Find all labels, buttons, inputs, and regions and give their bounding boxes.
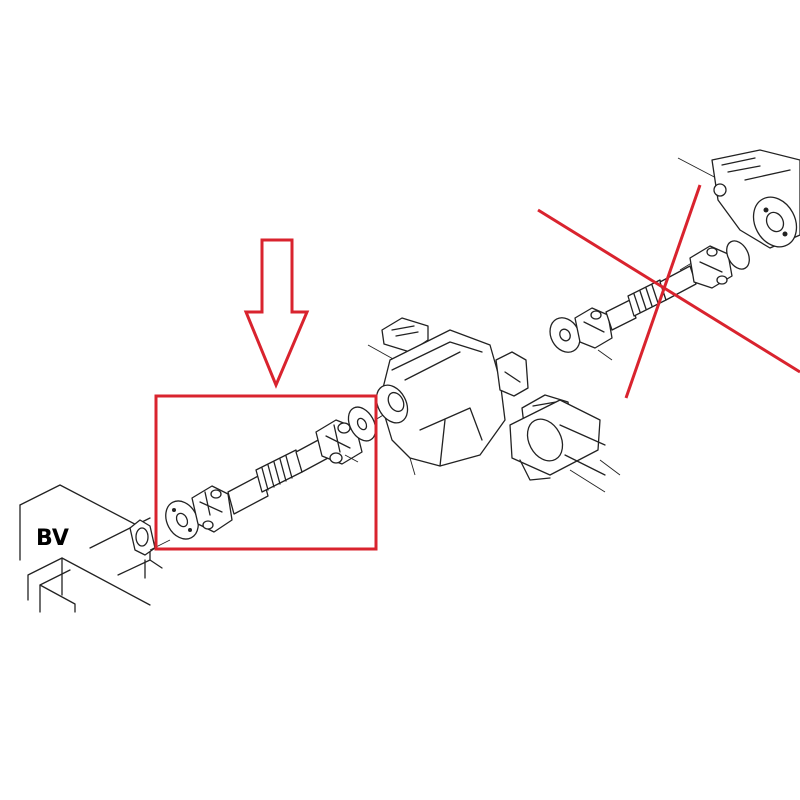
differential-housing — [367, 317, 529, 476]
gearbox-housing — [19, 484, 163, 613]
axle-support-bearing — [509, 394, 621, 493]
rear-axle-housing — [677, 149, 800, 249]
cross-out-icon — [537, 184, 800, 399]
front-propeller-shaft — [165, 406, 377, 540]
highlight-box — [154, 394, 378, 551]
gearbox-label: BV — [36, 526, 69, 551]
down-arrow-icon — [243, 238, 310, 389]
middle-propeller-shaft — [549, 240, 750, 361]
